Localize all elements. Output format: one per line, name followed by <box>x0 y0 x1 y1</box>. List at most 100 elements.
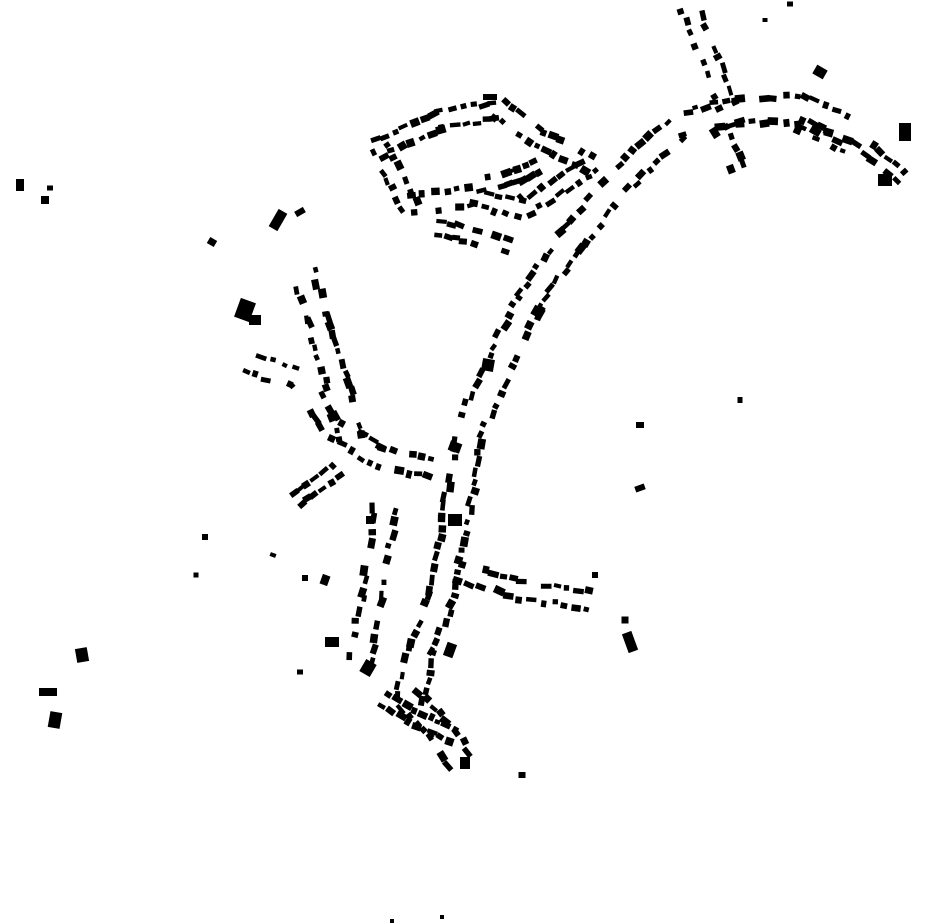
building <box>459 736 470 746</box>
building <box>458 547 465 553</box>
building <box>39 688 57 696</box>
building <box>574 178 584 188</box>
building <box>453 569 462 576</box>
building <box>500 247 510 256</box>
building <box>503 179 514 188</box>
building <box>523 136 535 148</box>
building <box>585 173 593 181</box>
building <box>379 133 390 142</box>
building <box>874 145 886 158</box>
building <box>410 208 418 216</box>
building <box>627 145 638 156</box>
building <box>202 534 208 540</box>
building <box>447 609 455 618</box>
building <box>471 467 478 478</box>
building <box>312 344 318 352</box>
building <box>481 358 495 372</box>
building <box>815 121 828 132</box>
building <box>359 658 377 678</box>
building <box>334 470 346 481</box>
building <box>281 362 288 369</box>
building <box>541 292 551 303</box>
building <box>16 179 24 191</box>
building <box>328 329 337 340</box>
building <box>328 461 337 471</box>
building <box>414 471 423 477</box>
building <box>389 529 399 542</box>
building <box>865 154 879 167</box>
building <box>451 725 460 734</box>
building <box>302 575 308 581</box>
building <box>429 704 439 713</box>
building <box>419 725 428 735</box>
building <box>487 569 500 579</box>
building <box>369 502 375 514</box>
building <box>677 131 687 139</box>
building <box>483 94 497 100</box>
building <box>403 716 413 727</box>
building <box>74 647 90 663</box>
building <box>481 565 490 575</box>
building <box>435 732 445 741</box>
building <box>368 529 377 536</box>
building <box>546 247 555 256</box>
building <box>561 267 571 277</box>
building <box>714 122 726 131</box>
building <box>455 203 465 211</box>
building <box>309 473 320 483</box>
building <box>47 185 53 191</box>
building <box>726 85 734 96</box>
building <box>721 97 731 105</box>
building <box>664 118 672 127</box>
building <box>425 676 433 686</box>
building <box>504 194 516 201</box>
building <box>356 455 366 464</box>
building <box>831 106 842 115</box>
building <box>759 119 770 129</box>
building <box>387 183 398 192</box>
building <box>268 208 288 232</box>
building <box>798 124 808 132</box>
building <box>436 218 447 224</box>
building <box>727 132 735 141</box>
building <box>700 22 710 32</box>
building <box>501 377 511 390</box>
building <box>472 120 482 127</box>
building <box>391 507 399 516</box>
building <box>297 669 303 675</box>
building <box>521 330 532 342</box>
building <box>391 693 404 705</box>
building <box>515 107 527 119</box>
building <box>783 118 790 128</box>
building <box>831 136 844 147</box>
building <box>471 478 478 487</box>
building <box>540 600 547 608</box>
building <box>450 592 460 600</box>
building <box>355 606 363 618</box>
building <box>587 151 598 161</box>
building <box>709 99 719 106</box>
building <box>430 649 437 657</box>
building <box>584 586 594 595</box>
building <box>636 422 644 428</box>
building <box>577 147 586 157</box>
building <box>443 233 454 242</box>
building <box>501 209 510 218</box>
building <box>287 381 296 390</box>
building <box>484 173 491 181</box>
building <box>621 616 629 624</box>
building <box>402 175 410 185</box>
building <box>369 633 379 644</box>
building <box>678 134 688 144</box>
building <box>435 207 442 215</box>
building <box>311 278 321 291</box>
building <box>446 221 457 229</box>
building <box>460 757 470 769</box>
building <box>526 209 537 220</box>
building <box>514 596 523 604</box>
building <box>342 369 351 379</box>
building <box>361 594 368 602</box>
building <box>391 195 401 206</box>
building <box>395 703 406 715</box>
building <box>489 113 499 123</box>
